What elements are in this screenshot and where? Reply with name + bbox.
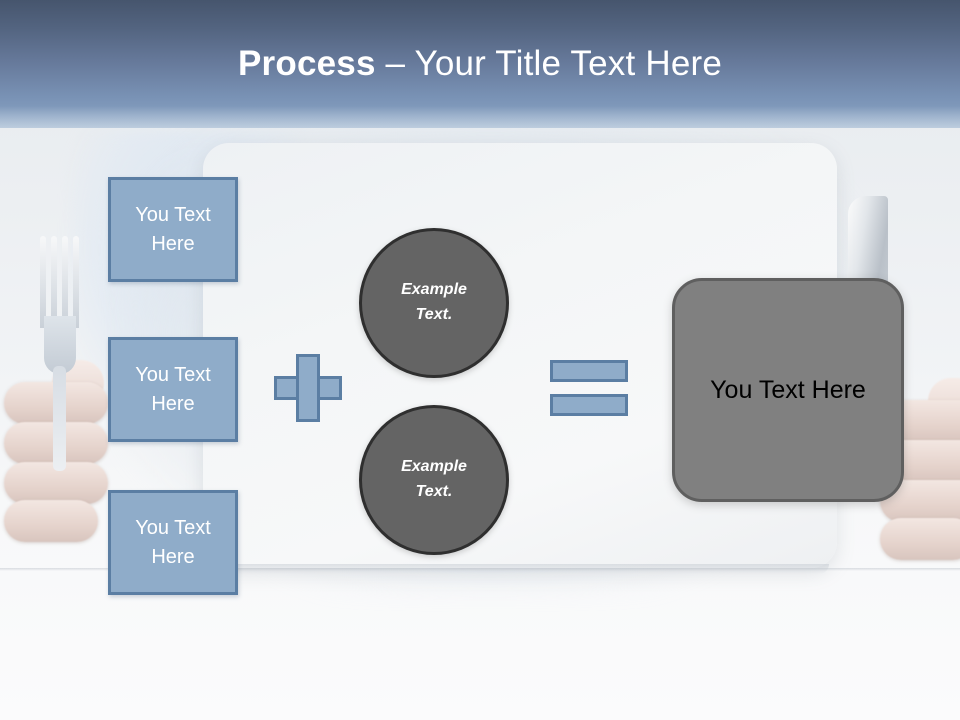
table-edge xyxy=(0,568,960,571)
plus-icon xyxy=(274,354,342,422)
example-circle-1-line1: Example xyxy=(401,281,467,299)
result-box[interactable]: You Text Here xyxy=(672,278,904,502)
plus-center xyxy=(299,379,317,397)
input-box-3[interactable]: You Text Here xyxy=(108,490,238,595)
example-circle-2-line2: Text. xyxy=(415,483,453,500)
fork-tine xyxy=(73,236,79,328)
fork-handle xyxy=(53,366,66,471)
fork-icon xyxy=(38,236,80,471)
page-title: Process – Your Title Text Here xyxy=(0,44,960,84)
title-banner: Process – Your Title Text Here xyxy=(0,0,960,128)
fork-tine xyxy=(62,236,68,328)
input-box-1[interactable]: You Text Here xyxy=(108,177,238,282)
equals-icon xyxy=(550,360,628,416)
example-circle-2-line1: Example xyxy=(401,458,467,476)
equals-bottom-bar xyxy=(550,394,628,416)
example-circle-2[interactable]: Example Text. xyxy=(359,405,509,555)
fork-tine xyxy=(51,236,57,328)
page-title-dash: – xyxy=(375,44,415,83)
fork-neck xyxy=(44,316,76,374)
input-box-2[interactable]: You Text Here xyxy=(108,337,238,442)
page-title-strong: Process xyxy=(238,44,376,83)
example-circle-1-line2: Text. xyxy=(415,306,453,323)
page-title-rest: Your Title Text Here xyxy=(414,44,722,83)
example-circle-1[interactable]: Example Text. xyxy=(359,228,509,378)
right-hand-knuckle xyxy=(880,518,960,560)
equals-top-bar xyxy=(550,360,628,382)
left-hand-knuckle xyxy=(4,500,98,542)
fork-tine xyxy=(40,236,46,328)
